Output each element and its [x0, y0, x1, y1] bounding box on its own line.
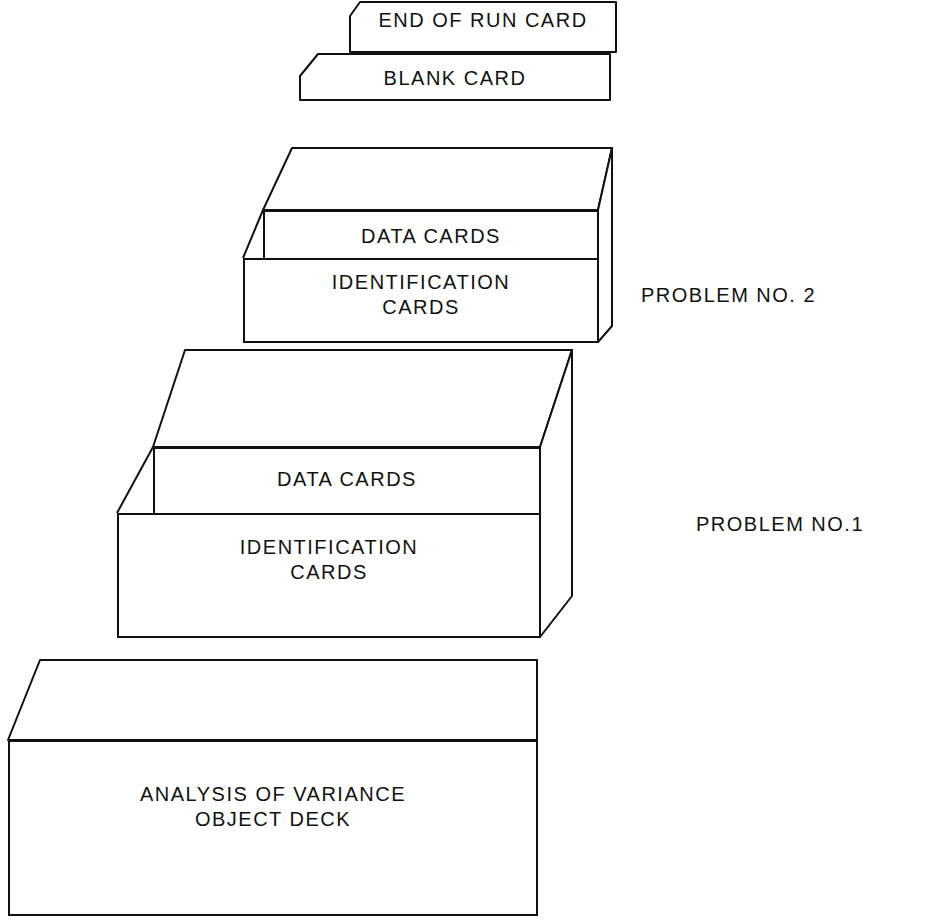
deck-side — [540, 350, 572, 637]
object-deck: ANALYSIS OF VARIANCE OBJECT DECK — [8, 740, 538, 916]
deck-label: DATA CARDS — [277, 467, 417, 513]
end-card: END OF RUN CARD — [352, 4, 614, 48]
deck-label: DATA CARDS — [361, 224, 501, 258]
deck-side — [598, 148, 612, 342]
deck-top — [8, 660, 537, 740]
deck-edge — [117, 447, 153, 513]
problem-label: PROBLEM NO. 2 — [641, 284, 816, 307]
card-outline — [300, 54, 610, 100]
data-deck: DATA CARDS — [153, 447, 541, 515]
deck-top — [263, 148, 612, 210]
data-deck: DATA CARDS — [263, 210, 599, 260]
deck-label: ANALYSIS OF VARIANCE OBJECT DECK — [113, 782, 433, 914]
deck-label: IDENTIFICATION CARDS — [214, 535, 444, 636]
deck-label: BLANK CARD — [384, 66, 527, 98]
identification-deck: IDENTIFICATION CARDS — [117, 513, 541, 638]
deck-label: END OF RUN CARD — [378, 8, 587, 48]
deck-label: IDENTIFICATION CARDS — [306, 270, 536, 341]
deck-top — [153, 350, 572, 447]
deck-edge — [243, 210, 263, 258]
identification-deck: IDENTIFICATION CARDS — [243, 258, 599, 343]
blank-card: BLANK CARD — [302, 58, 608, 98]
card-outline — [350, 2, 616, 52]
problem-label: PROBLEM NO.1 — [696, 513, 864, 536]
